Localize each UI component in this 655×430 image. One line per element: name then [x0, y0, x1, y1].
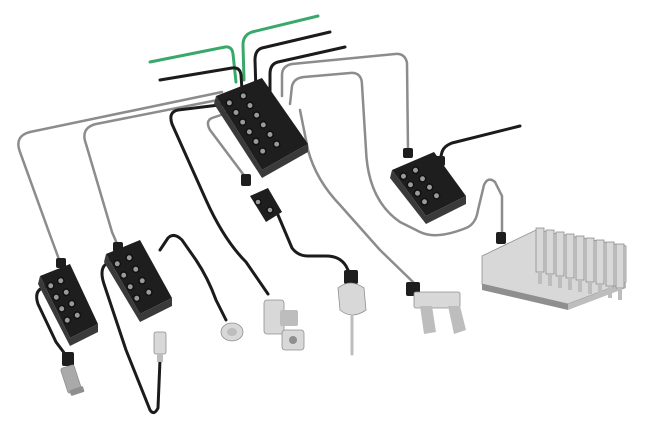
- valve-fitting: [538, 272, 542, 284]
- valve-slice: [595, 239, 605, 285]
- sensor-cable-black: [100, 256, 162, 415]
- valve-fitting: [588, 282, 592, 294]
- valve-fitting: [618, 288, 622, 300]
- port-socket: [52, 293, 61, 302]
- valve-fitting: [608, 286, 612, 298]
- port-socket: [246, 101, 254, 110]
- sensor-cable-grey: [17, 90, 224, 264]
- port-socket: [425, 183, 434, 192]
- port-socket: [131, 265, 140, 274]
- network-cable-green: [241, 14, 320, 82]
- port-socket: [225, 98, 234, 107]
- network-cable-green: [148, 45, 238, 84]
- port-socket: [406, 180, 415, 189]
- sensor-cable-black: [438, 124, 522, 162]
- valve-fitting: [568, 278, 572, 290]
- port-socket: [413, 189, 422, 198]
- valve-fitting: [548, 274, 552, 286]
- sensor-cable-black: [169, 98, 270, 296]
- sensor-cable-grey: [83, 96, 230, 248]
- trunk-cable: [268, 45, 347, 98]
- port-socket: [258, 147, 267, 156]
- valve-slice: [585, 237, 595, 283]
- port-socket: [67, 299, 76, 308]
- valve-slice: [545, 229, 555, 275]
- sensor-cable-black: [276, 213, 356, 284]
- round-sensor: [220, 322, 244, 342]
- port-socket: [62, 288, 71, 297]
- inline-connector: [250, 188, 282, 222]
- port-socket: [411, 166, 420, 175]
- port-socket: [46, 281, 55, 290]
- port-socket: [113, 259, 122, 268]
- valve-terminal: [481, 227, 627, 310]
- port-socket: [418, 174, 427, 183]
- port-socket: [144, 288, 153, 297]
- port-socket: [432, 191, 441, 200]
- port-socket: [125, 253, 134, 262]
- valve-fitting: [598, 284, 602, 296]
- port-socket: [232, 108, 240, 117]
- port-socket: [63, 316, 72, 325]
- valve-slice: [535, 227, 545, 273]
- sensor-cable-black: [158, 233, 228, 322]
- port-socket: [399, 172, 408, 181]
- valve-slice: [565, 233, 575, 279]
- small-sensor: [153, 331, 167, 362]
- port-socket: [252, 137, 260, 146]
- proximity-sensor: [60, 352, 85, 396]
- port-socket: [73, 311, 82, 320]
- trunk-cable: [253, 30, 332, 94]
- cylinder-sensor: [337, 270, 367, 356]
- valve-slice: [615, 243, 625, 289]
- valve-slice: [605, 241, 615, 287]
- sensor-cable-grey: [288, 71, 504, 238]
- port-socket: [272, 140, 281, 149]
- cable-connectors: [56, 148, 506, 268]
- sensor-cable-grey: [280, 52, 410, 152]
- port-socket: [245, 127, 254, 136]
- valve-slice: [555, 231, 565, 277]
- port-socket: [138, 276, 147, 285]
- sensor-cable-grey: [298, 108, 416, 285]
- port-socket: [119, 271, 128, 280]
- valve-slice: [575, 235, 585, 281]
- port-socket: [126, 282, 135, 291]
- gripper: [406, 282, 466, 334]
- io-module-left-1: [38, 264, 98, 346]
- port-socket: [239, 91, 248, 100]
- valve-fitting: [558, 276, 562, 288]
- trunk-cable: [158, 66, 244, 92]
- port-socket: [57, 304, 66, 313]
- port-socket: [252, 111, 261, 120]
- port-socket: [132, 294, 141, 303]
- valve-sensor: [263, 299, 305, 351]
- port-socket: [56, 276, 65, 285]
- valve-fitting: [578, 280, 582, 292]
- port-socket: [238, 118, 247, 127]
- port-socket: [259, 120, 268, 129]
- io-module-left-2: [104, 240, 172, 322]
- sensor-cable-grey: [206, 110, 248, 180]
- port-socket: [266, 130, 274, 139]
- port-socket: [420, 197, 429, 206]
